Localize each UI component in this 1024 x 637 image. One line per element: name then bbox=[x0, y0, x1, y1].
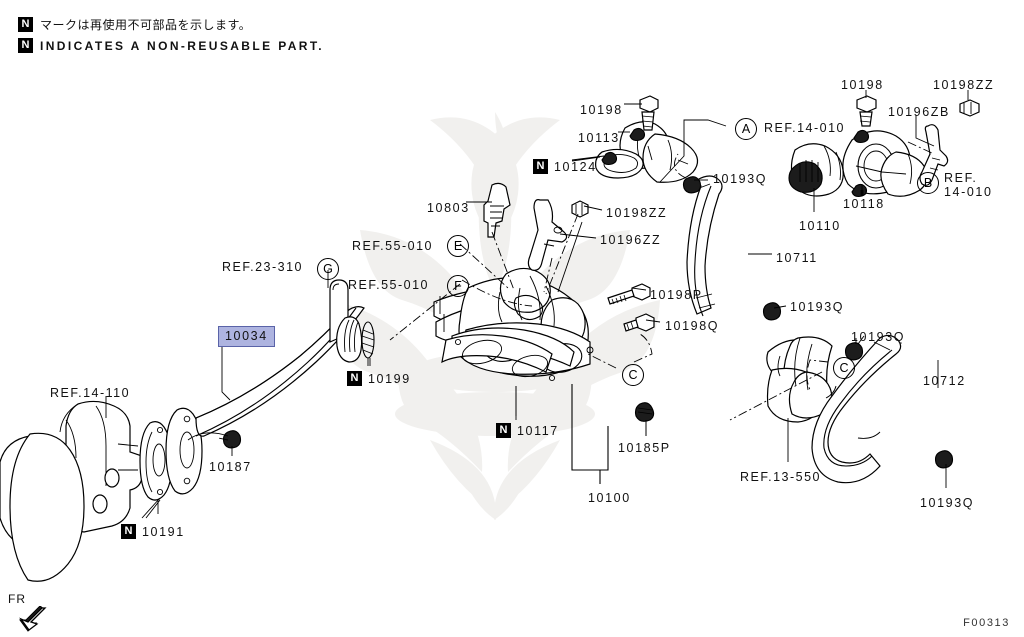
part-clamp-10193q-bottom bbox=[934, 450, 954, 469]
circle-c[interactable]: C bbox=[622, 364, 644, 386]
n-badge-icon: N bbox=[496, 423, 511, 438]
part-label-10196zz[interactable]: 10196ZZ bbox=[600, 233, 662, 247]
part-clamp-10193q-mid bbox=[762, 302, 782, 321]
ref-b-line2: 14-010 bbox=[944, 185, 993, 199]
part-bolt-10198-center bbox=[639, 95, 659, 131]
n-badge-icon: N bbox=[533, 159, 548, 174]
part-thermostat-10110 bbox=[788, 143, 844, 197]
part-label-10117[interactable]: N 10117 bbox=[496, 423, 559, 438]
part-label-10193q[interactable]: 10193Q bbox=[790, 300, 845, 314]
circle-c2[interactable]: C bbox=[833, 357, 855, 379]
part-label-ref-55-010[interactable]: REF.55-010 bbox=[348, 278, 430, 292]
n-badge-icon: N bbox=[121, 524, 136, 539]
part-label-10118[interactable]: 10118 bbox=[843, 197, 885, 211]
n-badge-icon: N bbox=[18, 17, 33, 32]
circle-b[interactable]: B bbox=[917, 172, 939, 194]
part-number-text: 10199 bbox=[368, 371, 411, 386]
part-label-10711[interactable]: 10711 bbox=[776, 251, 818, 265]
part-label-10712[interactable]: 10712 bbox=[923, 374, 966, 388]
ref-label-b: REF. 14-010 bbox=[944, 171, 993, 199]
highlighted-part-number[interactable]: 10034 bbox=[218, 326, 275, 347]
legend-row-jp: N マークは再使用不可部品を示します。 bbox=[18, 14, 324, 35]
legend-note-jp: マークは再使用不可部品を示します。 bbox=[40, 18, 252, 32]
part-label-10100[interactable]: 10100 bbox=[588, 491, 631, 505]
part-case-10118 bbox=[842, 129, 928, 198]
part-label-10196zb[interactable]: 10196ZB bbox=[888, 105, 950, 119]
part-pipe-flange bbox=[165, 407, 203, 495]
part-label-10193q[interactable]: 10193Q bbox=[713, 172, 768, 186]
circle-g[interactable]: G bbox=[317, 258, 339, 280]
part-label-10185p[interactable]: 10185P bbox=[618, 441, 671, 455]
leader-lines bbox=[105, 90, 969, 519]
n-badge-icon: N bbox=[347, 371, 362, 386]
part-label-10113[interactable]: 10113 bbox=[578, 131, 620, 145]
n-badge-icon: N bbox=[18, 38, 33, 53]
part-label-10193q[interactable]: 10193Q bbox=[851, 330, 906, 344]
part-label-10191[interactable]: N 10191 bbox=[121, 524, 185, 539]
part-label-ref-13-550[interactable]: REF.13-550 bbox=[740, 470, 822, 484]
ref-b-line1: REF. bbox=[944, 171, 978, 185]
part-oring-10199 bbox=[361, 321, 375, 359]
part-plug-10185p bbox=[634, 402, 655, 422]
part-label-10198zz[interactable]: 10198ZZ bbox=[606, 206, 668, 220]
part-hose-10712 bbox=[811, 334, 902, 484]
part-label-10110[interactable]: 10110 bbox=[799, 219, 841, 233]
part-gasket-10117 bbox=[441, 327, 575, 382]
part-number-text: 10191 bbox=[142, 524, 185, 539]
legend-note-en: INDICATES A NON-REUSABLE PART. bbox=[40, 38, 325, 53]
arrow-down-left-icon bbox=[19, 606, 47, 632]
legend-row-en: N INDICATES A NON-REUSABLE PART. bbox=[18, 35, 324, 56]
part-label-10198[interactable]: 10198 bbox=[841, 78, 884, 92]
part-clamp-10193q-top bbox=[682, 176, 702, 194]
part-label-10198q[interactable]: 10198Q bbox=[665, 319, 720, 333]
part-gasket-10191 bbox=[139, 421, 173, 501]
part-label-ref-23-310[interactable]: REF.23-310 bbox=[222, 260, 304, 274]
circle-a[interactable]: A bbox=[735, 118, 757, 140]
part-clamp-10193q-throttle bbox=[844, 342, 864, 361]
part-label-10198p[interactable]: 10198P bbox=[650, 288, 703, 302]
part-label-10193q[interactable]: 10193Q bbox=[920, 496, 975, 510]
part-bolt-10198q bbox=[623, 313, 655, 332]
legend: N マークは再使用不可部品を示します。 N INDICATES A NON-RE… bbox=[18, 14, 324, 56]
part-label-10124[interactable]: N 10124 bbox=[533, 159, 597, 174]
part-label-10187[interactable]: 10187 bbox=[209, 460, 252, 474]
part-label-ref-14-110[interactable]: REF.14-110 bbox=[50, 386, 131, 400]
part-bolt-10198zz-right bbox=[959, 99, 980, 117]
circle-f[interactable]: F bbox=[447, 275, 469, 297]
part-bracket-10196zz bbox=[527, 199, 568, 271]
part-bolt-10198zz-center bbox=[571, 200, 589, 218]
part-number-text: 10124 bbox=[554, 159, 597, 174]
part-water-pipe-10034 bbox=[195, 279, 365, 437]
part-number-text: 10117 bbox=[517, 423, 559, 438]
part-label-10198zz[interactable]: 10198ZZ bbox=[933, 78, 995, 92]
part-hose-10711 bbox=[686, 175, 723, 317]
part-engine-block bbox=[0, 400, 143, 582]
part-bolt-10198-right bbox=[856, 95, 877, 127]
part-label-ref-14-010[interactable]: REF.14-010 bbox=[764, 121, 846, 135]
part-sensor-10803 bbox=[483, 182, 511, 238]
diagram-code: F00313 bbox=[963, 617, 1010, 629]
part-gasket-10124 bbox=[595, 148, 644, 179]
circle-e[interactable]: E bbox=[447, 235, 469, 257]
part-label-10199[interactable]: N 10199 bbox=[347, 371, 411, 386]
part-label-ref-55-010[interactable]: REF.55-010 bbox=[352, 239, 434, 253]
part-label-10198[interactable]: 10198 bbox=[580, 103, 623, 117]
orientation-label: FR bbox=[8, 592, 26, 606]
part-label-10803[interactable]: 10803 bbox=[427, 201, 470, 215]
part-bolt-10198p bbox=[607, 283, 651, 305]
part-throttle-body-13550 bbox=[766, 336, 837, 423]
